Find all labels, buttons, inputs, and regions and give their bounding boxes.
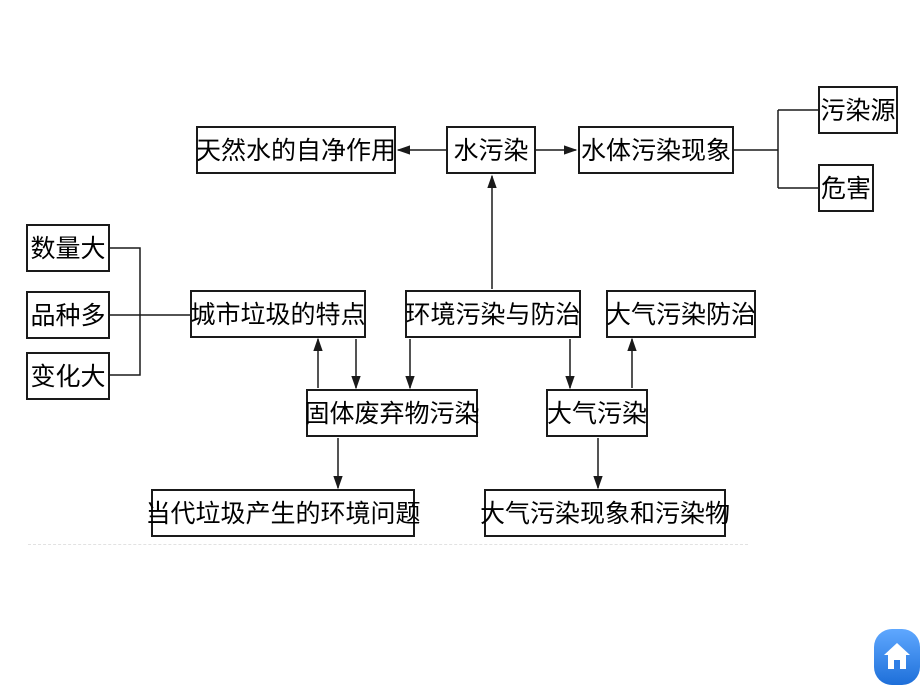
node-harm: 危害 — [818, 164, 874, 212]
node-large-quantity: 数量大 — [26, 224, 110, 272]
node-waste-environment-problems: 当代垃圾产生的环境问题 — [146, 489, 421, 537]
bracket-features — [110, 247, 141, 376]
node-pollution-source: 污染源 — [818, 86, 898, 134]
home-button[interactable] — [872, 625, 920, 687]
dashed-divider — [28, 544, 748, 545]
node-water-phenomenon: 水体污染现象 — [578, 126, 734, 174]
node-air-pollution-phenomena: 大气污染现象和污染物 — [480, 489, 730, 537]
node-air-pollution: 大气污染 — [546, 389, 648, 437]
node-variable: 变化大 — [26, 352, 110, 400]
node-water-pollution: 水污染 — [446, 126, 536, 174]
node-urban-waste-features: 城市垃圾的特点 — [190, 290, 366, 338]
node-solid-waste-pollution: 固体废弃物污染 — [305, 389, 480, 437]
node-many-types: 品种多 — [26, 291, 110, 339]
node-air-pollution-prevention: 大气污染防治 — [606, 290, 756, 338]
home-icon — [874, 629, 920, 685]
node-environment-pollution: 环境污染与防治 — [405, 290, 581, 338]
node-self-purification: 天然水的自净作用 — [196, 126, 396, 174]
